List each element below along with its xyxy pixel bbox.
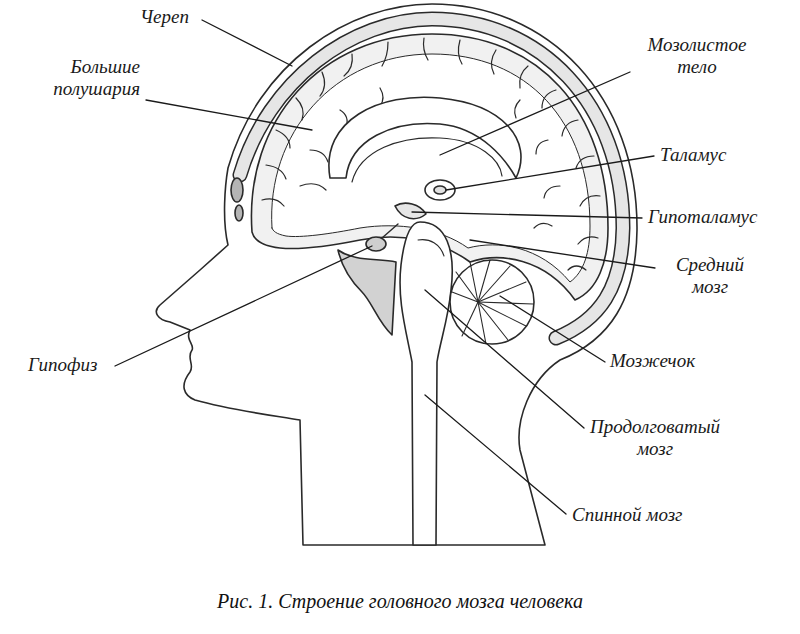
hypothalamus — [395, 203, 426, 218]
pituitary — [366, 237, 386, 251]
fornix — [352, 138, 502, 182]
part-label: Большие полушария — [28, 56, 140, 100]
cerebellum — [450, 260, 534, 344]
part-label: Череп — [140, 6, 189, 28]
head-outline — [156, 4, 637, 545]
part-label: Продолговатый мозг — [580, 416, 730, 460]
sinus — [231, 178, 243, 202]
part-label: Таламус — [660, 144, 726, 166]
leader-lines — [115, 20, 655, 514]
figure-caption: Рис. 1. Строение головного мозга человек… — [0, 590, 800, 613]
part-label: Гипофиз — [28, 354, 97, 376]
sinus — [235, 205, 243, 221]
part-label: Мозолистое тело — [632, 34, 762, 78]
part-label: Спинной мозг — [572, 504, 682, 526]
thalamus — [425, 180, 455, 200]
brainstem — [400, 222, 452, 545]
sphenoid-bone — [338, 250, 396, 335]
part-label: Средний мозг — [660, 254, 760, 298]
part-label: Мозжечок — [610, 350, 695, 372]
part-label: Гипоталамус — [648, 206, 757, 228]
